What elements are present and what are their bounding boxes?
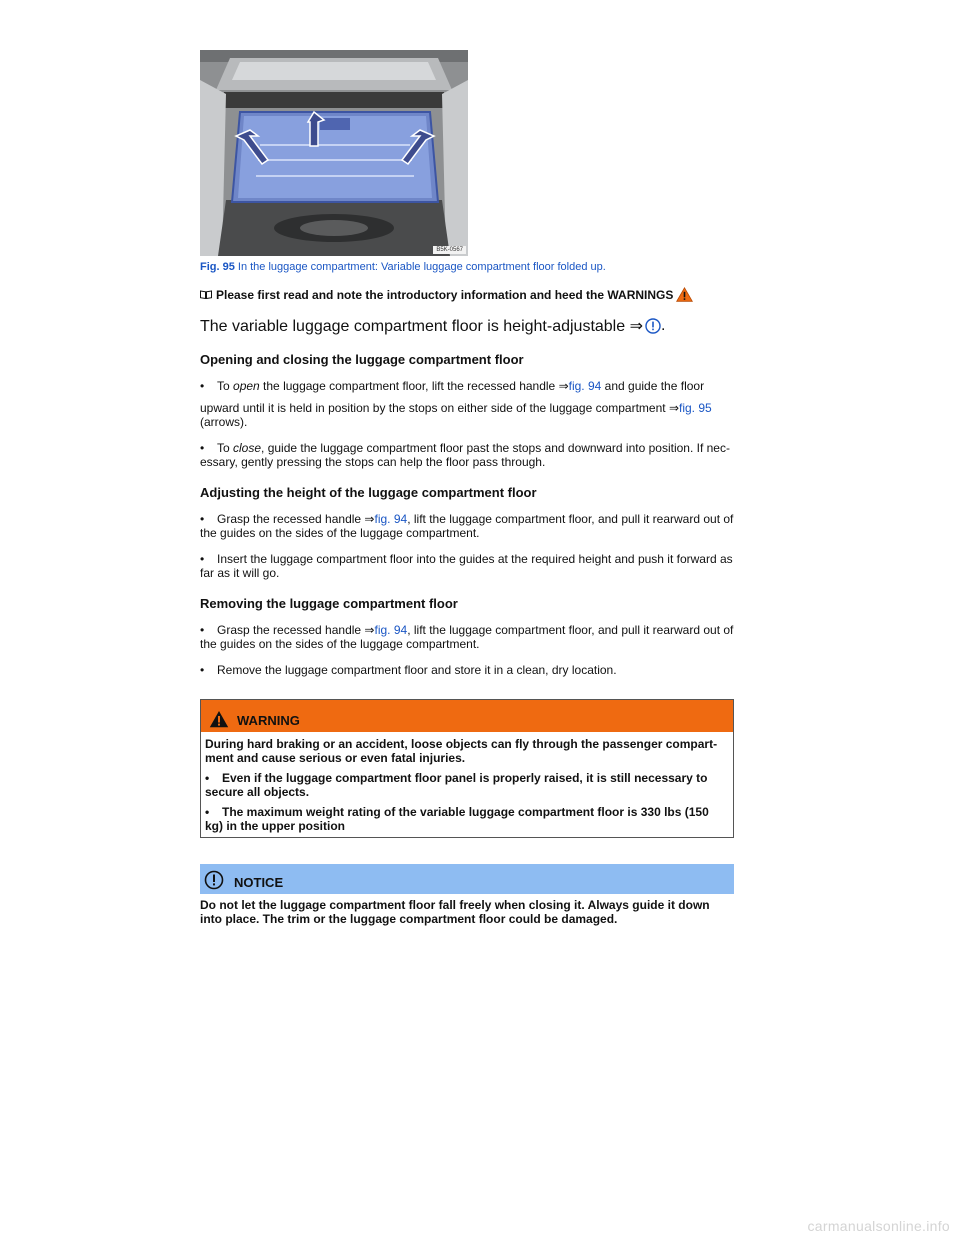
list-item: •The maximum weight rating of the variab… <box>205 805 709 833</box>
warning-body: During hard braking or an accident, loos… <box>201 732 733 837</box>
list-item: •To close, guide the luggage compartment… <box>200 441 730 469</box>
list-item: •Grasp the recessed handle ⇒fig. 94, lif… <box>200 623 734 651</box>
notice-header: NOTICE <box>200 864 734 894</box>
warning-title: WARNING <box>237 713 300 728</box>
bullet-icon: • <box>200 512 205 526</box>
section-heading-adjusting-height: Adjusting the height of the luggage comp… <box>200 485 537 500</box>
notice-exclamation-icon <box>204 870 224 890</box>
bullet-icon: • <box>200 441 205 455</box>
warning-intro: During hard braking or an accident, loos… <box>205 737 718 765</box>
link-fig-94[interactable]: fig. 94 <box>374 623 408 637</box>
manual-page: B5K-0567 Fig. 95 In the luggage compartm… <box>200 50 734 926</box>
link-fig-94[interactable]: fig. 94 <box>374 512 408 526</box>
list-item: •Even if the luggage compartment floor p… <box>205 771 708 799</box>
link-fig-95[interactable]: fig. 95 <box>679 401 712 415</box>
warning-list: •Even if the luggage compartment floor p… <box>205 771 729 833</box>
intro-line: Please first read and note the introduct… <box>200 287 734 302</box>
figure-image-id: B5K-0567 <box>433 246 466 254</box>
bullet-icon: • <box>200 623 205 637</box>
bullet-icon: • <box>200 663 205 677</box>
book-icon <box>200 290 212 299</box>
notice-title: NOTICE <box>234 875 284 890</box>
list-item: •Grasp the recessed handle ⇒fig. 94, lif… <box>200 512 734 540</box>
lead-suffix: . <box>660 317 666 334</box>
figure-caption-label: Fig. 95 <box>200 261 235 273</box>
luggage-compartment-illustration <box>200 50 468 256</box>
link-fig-94[interactable]: fig. 94 <box>568 379 602 393</box>
removing-list: •Grasp the recessed handle ⇒fig. 94, lif… <box>200 623 734 677</box>
bullet-icon: • <box>200 379 205 393</box>
watermark: carmanualsonline.info <box>807 1218 950 1234</box>
intro-text: Please first read and note the introduct… <box>216 287 674 302</box>
figure-caption-text: In the luggage compartment: Variable lug… <box>234 261 606 273</box>
section-heading-opening-closing: Opening and closing the luggage compartm… <box>200 352 524 367</box>
figure-caption: Fig. 95 In the luggage compartment: Vari… <box>200 261 734 273</box>
section-heading-removing: Removing the luggage compartment floor <box>200 596 458 611</box>
warning-triangle-icon <box>676 287 694 302</box>
bullet-icon: • <box>200 552 205 566</box>
warning-triangle-icon <box>209 711 229 728</box>
list-item: •To open the luggage compartment floor, … <box>200 379 712 429</box>
bullet-icon: • <box>205 771 210 785</box>
figure-luggage-compartment: B5K-0567 <box>200 50 468 256</box>
list-item: •Remove the luggage compartment floor an… <box>200 663 617 677</box>
opening-closing-list: •To open the luggage compartment floor, … <box>200 379 734 469</box>
lead-paragraph: The variable luggage compartment floor i… <box>200 316 734 336</box>
lead-text: The variable luggage compartment floor i… <box>200 318 643 335</box>
list-item: •Insert the luggage compartment floor in… <box>200 552 733 580</box>
warning-header: WARNING <box>201 700 733 732</box>
adjusting-height-list: •Grasp the recessed handle ⇒fig. 94, lif… <box>200 512 734 580</box>
warning-box: WARNING During hard braking or an accide… <box>200 699 734 838</box>
bullet-icon: • <box>205 805 210 819</box>
notice-exclamation-icon <box>645 318 661 334</box>
notice-body: Do not let the luggage compartment floor… <box>200 898 710 926</box>
